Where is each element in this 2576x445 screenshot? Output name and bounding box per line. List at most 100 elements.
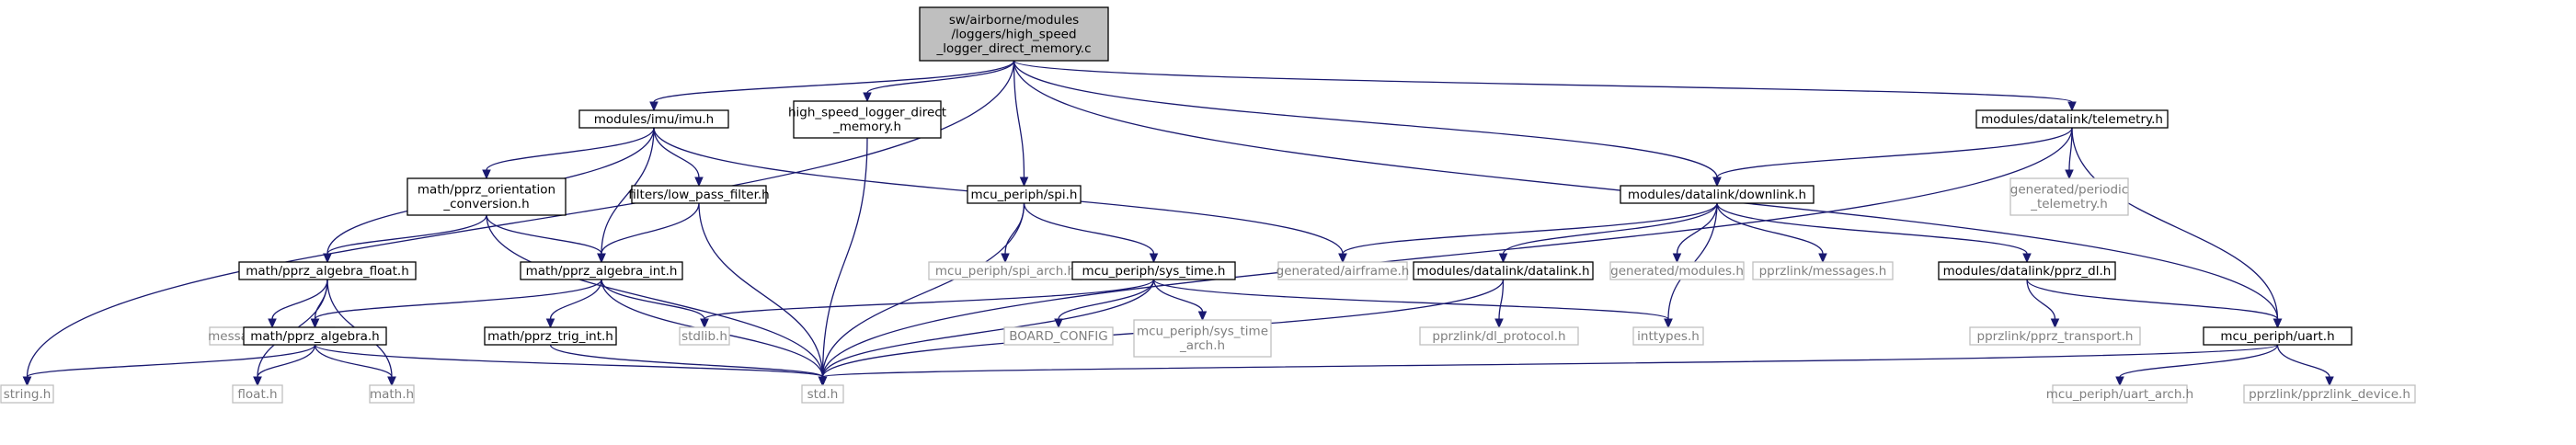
node-spi: mcu_periph/spi.h [967, 185, 1082, 204]
node-label: modules/datalink/pprz_dl.h [1943, 264, 2112, 279]
node-label: mcu_periph/spi_arch.h [935, 264, 1075, 279]
node-box [2052, 384, 2188, 404]
edge-root-to-hsl [863, 60, 1015, 103]
edge-arrowhead [1019, 177, 1029, 188]
node-label: pprzlink/pprz_transport.h [1977, 329, 2134, 344]
edge-spi-to-systime [1023, 202, 1159, 264]
edge-arrowhead [2065, 169, 2074, 180]
edge-telemetry-to-downlink [1712, 127, 2073, 188]
node-box [232, 384, 283, 404]
edge-line [2071, 127, 2279, 320]
node-label: math/pprz_trig_int.h [487, 329, 613, 344]
node-box [1419, 326, 1579, 346]
node-box [1620, 185, 1815, 204]
edge-algint-to-stdlib [601, 279, 709, 329]
edge-arrowhead [597, 253, 606, 264]
node-box [1277, 261, 1408, 280]
edge-line [549, 279, 602, 320]
edge-arrowhead [694, 177, 704, 188]
edge-line [1058, 279, 1155, 320]
edge-line [821, 202, 1025, 378]
node-label: high_speed_logger_direct [788, 106, 946, 120]
node-uart: mcu_periph/uart.h [2203, 326, 2353, 346]
edge-downlink-to-genmodules [1672, 202, 1718, 264]
node-device: pprzlink/pprzlink_device.h [2243, 384, 2416, 404]
edge-line [1716, 202, 2028, 255]
node-label: string.h [4, 387, 52, 402]
edge-line [821, 344, 2279, 378]
edge-line [257, 344, 316, 378]
edge-line [653, 60, 1015, 103]
edge-line [821, 127, 2073, 378]
edge-line [326, 214, 487, 255]
node-label: math/pprz_algebra_float.h [246, 264, 409, 279]
edge-line [653, 127, 700, 178]
edge-imu-to-orient [482, 127, 655, 180]
node-box [0, 384, 54, 404]
edge-line [486, 214, 602, 255]
edge-line [1716, 127, 2073, 178]
node-box [919, 6, 1109, 62]
edge-line [1667, 202, 1718, 320]
node-label: float.h [237, 387, 277, 402]
edge-line [271, 279, 328, 320]
edge-root-to-downlink [1013, 60, 1722, 188]
edge-algint-to-algebra [310, 279, 602, 329]
edge-arrowhead [323, 253, 332, 264]
node-label: _telemetry.h [2030, 197, 2108, 211]
node-box [1938, 261, 2116, 280]
edge-line [1004, 202, 1025, 255]
edge-systime-to-stdlib [700, 279, 1155, 329]
edge-orient-to-algint [486, 214, 606, 264]
edge-arrowhead [1338, 253, 1347, 264]
edge-line [866, 60, 1015, 94]
edge-arrowhead [22, 376, 32, 387]
edge-uart-to-device [2276, 344, 2334, 387]
node-box [484, 326, 617, 346]
edge-algfloat-to-pragmas [268, 279, 328, 329]
node-label: math.h [370, 387, 414, 402]
node-root: sw/airborne/modules/loggers/high_speed_l… [919, 6, 1109, 62]
node-box [967, 185, 1082, 204]
node-box [1632, 326, 1704, 346]
edges-layer [22, 60, 2334, 387]
edge-line [1152, 279, 1204, 313]
edge-line [2119, 344, 2279, 378]
node-label: BOARD_CONFIG [1009, 329, 1108, 344]
edge-line [2026, 279, 2056, 320]
node-label: modules/datalink/datalink.h [1416, 264, 1589, 279]
node-label: pprzlink/dl_protocol.h [1432, 329, 1565, 344]
edge-arrowhead [2325, 376, 2334, 387]
edge-line [1676, 202, 1718, 255]
node-label: _conversion.h [442, 197, 529, 211]
node-label: pprzlink/pprzlink_device.h [2249, 387, 2410, 402]
edge-arrowhead [2273, 318, 2283, 329]
edge-arrowhead [1664, 318, 1673, 329]
node-label: mcu_periph/spi.h [971, 188, 1078, 202]
node-box [1969, 326, 2141, 346]
node-label: _memory.h [832, 120, 901, 134]
node-spiarch: mcu_periph/spi_arch.h [928, 261, 1082, 280]
edge-arrowhead [253, 376, 262, 387]
edge-line [601, 202, 700, 255]
node-box [631, 185, 767, 204]
edge-line [1342, 202, 1718, 255]
edge-root-to-spi [1013, 60, 1029, 188]
node-messages: pprzlink/messages.h [1752, 261, 1894, 280]
edge-line [2026, 279, 2279, 320]
edge-telemetry-to-uart [2071, 127, 2283, 329]
edge-systime-to-systimearch [1152, 279, 1208, 322]
edge-line [1013, 60, 2073, 103]
edge-line [1152, 279, 1669, 320]
edge-algebra-to-string [22, 344, 316, 387]
edge-line [2276, 344, 2330, 378]
edge-pprzdl-to-uart [2026, 279, 2283, 329]
edge-spi-to-std [818, 202, 1025, 387]
node-box [1413, 261, 1594, 280]
edge-line [1013, 60, 1718, 178]
node-label: mcu_periph/uart_arch.h [2046, 387, 2194, 402]
node-label: modules/datalink/telemetry.h [1981, 112, 2163, 127]
node-box [520, 261, 683, 280]
edge-lpf-to-algint [597, 202, 700, 264]
